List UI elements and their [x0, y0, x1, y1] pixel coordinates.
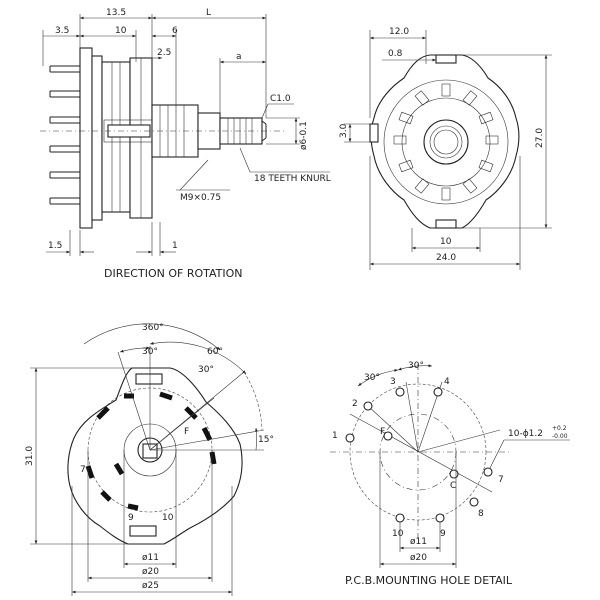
- dim-d11: ø11: [142, 553, 159, 563]
- dim-24-0: 24.0: [436, 253, 456, 263]
- dim-3-5: 3.5: [55, 26, 69, 36]
- pcb-dim-d20: ø20: [410, 553, 427, 563]
- holes-tol-minus: -0.00: [552, 433, 568, 440]
- switch-body: [79, 47, 93, 229]
- dim-3-0: 3.0: [339, 123, 349, 138]
- pin-8: 8: [478, 509, 484, 519]
- dim-2-5: 2.5: [157, 48, 171, 58]
- label-7: 7: [80, 465, 86, 475]
- pin-9: 9: [440, 529, 446, 539]
- dim-shaft-diameter: ø6-0.1: [299, 121, 309, 150]
- dim-6: 6: [172, 26, 178, 36]
- thread-spec: M9×0.75: [180, 193, 221, 203]
- pin-10: 10: [392, 529, 404, 539]
- pin-2: 2: [352, 399, 358, 409]
- angle-15: 15°: [258, 435, 274, 445]
- label-10: 10: [162, 513, 174, 523]
- dim-12-0: 12.0: [389, 27, 409, 37]
- pcb-view: 30° 30° 1 2 3 4 7 8 9 10 F C 10-ϕ1.2 +0.…: [330, 361, 570, 568]
- dim-1-5: 1.5: [48, 241, 62, 251]
- dim-31-0: 31.0: [25, 446, 35, 466]
- caption-direction-of-rotation: DIRECTION OF ROTATION: [104, 267, 243, 280]
- dim-27-0: 27.0: [535, 128, 545, 148]
- terminal-pins: [49, 65, 80, 205]
- dim-13-5: 13.5: [106, 8, 126, 18]
- contact-bars: [85, 391, 217, 511]
- angle-30-right: 30°: [198, 365, 214, 375]
- knurl-spec: 18 TEETH KNURL: [254, 174, 331, 184]
- rotation-view: 360° 30° 60° 30° 15° 7 9 10 F 31.0 ø11 ø…: [25, 323, 274, 596]
- pcb-holes: [345, 387, 493, 523]
- side-view: 13.5 L 3.5 10 6 2.5 a C1.0 ø6-0.1 M9×0.7…: [40, 8, 331, 256]
- pin-f: F: [380, 427, 385, 437]
- dim-10: 10: [115, 26, 127, 36]
- pcb-angle-30-a: 30°: [364, 373, 380, 383]
- rotation-arc-360: [83, 323, 221, 351]
- dim-d20: ø20: [142, 567, 159, 577]
- dim-d25: ø25: [142, 581, 159, 591]
- pin-c: C: [450, 481, 456, 491]
- pcb-dim-d11: ø11: [410, 537, 427, 547]
- holes-tol-plus: +0.2: [552, 425, 567, 432]
- angle-60: 60°: [207, 347, 223, 357]
- pin-4: 4: [444, 377, 450, 387]
- dim-10: 10: [440, 237, 452, 247]
- label-f: F: [184, 427, 189, 437]
- contact-slots: [393, 83, 499, 201]
- dim-0-8: 0.8: [388, 49, 403, 59]
- pin-3: 3: [390, 377, 396, 387]
- caption-pcb-mounting-hole-detail: P.C.B.MOUNTING HOLE DETAIL: [345, 574, 513, 587]
- dim-a: a: [236, 52, 242, 62]
- dim-l: L: [206, 8, 211, 18]
- holes-note: 10-ϕ1.2: [508, 429, 543, 439]
- angle-30-top: 30°: [142, 347, 158, 357]
- pcb-angle-30-b: 30°: [408, 361, 424, 371]
- label-9: 9: [128, 513, 134, 523]
- angle-360: 360°: [142, 323, 164, 333]
- pin-7: 7: [498, 475, 504, 485]
- pin-1: 1: [332, 431, 338, 441]
- front-view: 12.0 0.8 3.0 27.0 10 24.0: [339, 27, 552, 270]
- dim-1: 1: [172, 241, 178, 251]
- dim-c1-0: C1.0: [270, 94, 291, 104]
